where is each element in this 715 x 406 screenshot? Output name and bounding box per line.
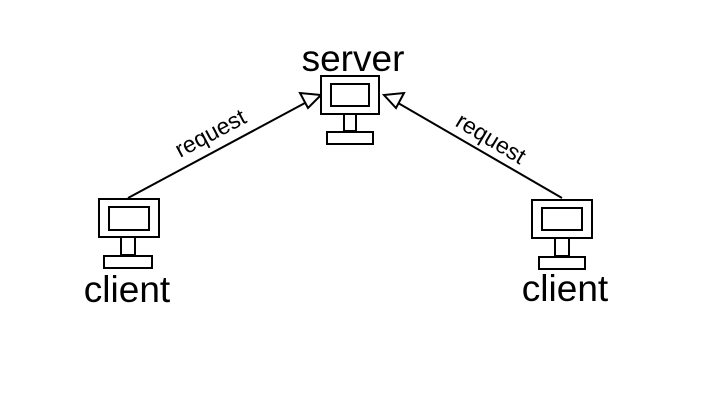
server-monitor-screen [330,83,370,107]
server-base [326,131,374,145]
edge-left-line [127,95,319,199]
edge-right-request: request [381,91,563,199]
edge-left-request: request [127,91,324,199]
client-left-node: client [84,198,171,310]
client-right-node: client [522,199,609,309]
client-right-stand [554,237,570,257]
server-computer-icon [320,75,380,145]
edge-left-arrowhead [298,91,324,110]
client-left-label: client [84,269,171,310]
client-left-computer-icon [98,198,160,269]
server-stand [343,113,357,132]
edge-right-line [385,95,563,199]
client-right-monitor-screen [541,207,583,231]
client-left-monitor-screen [108,206,150,231]
edge-right-arrowhead [381,91,406,110]
client-right-computer-icon [531,199,593,270]
client-left-stand [120,236,136,256]
client-left-base [103,255,153,269]
client-right-label: client [522,268,609,309]
server-label: server [302,38,405,79]
server-node: server [302,38,405,145]
edge-right-label: request [452,107,532,169]
client-right-base [538,256,586,270]
